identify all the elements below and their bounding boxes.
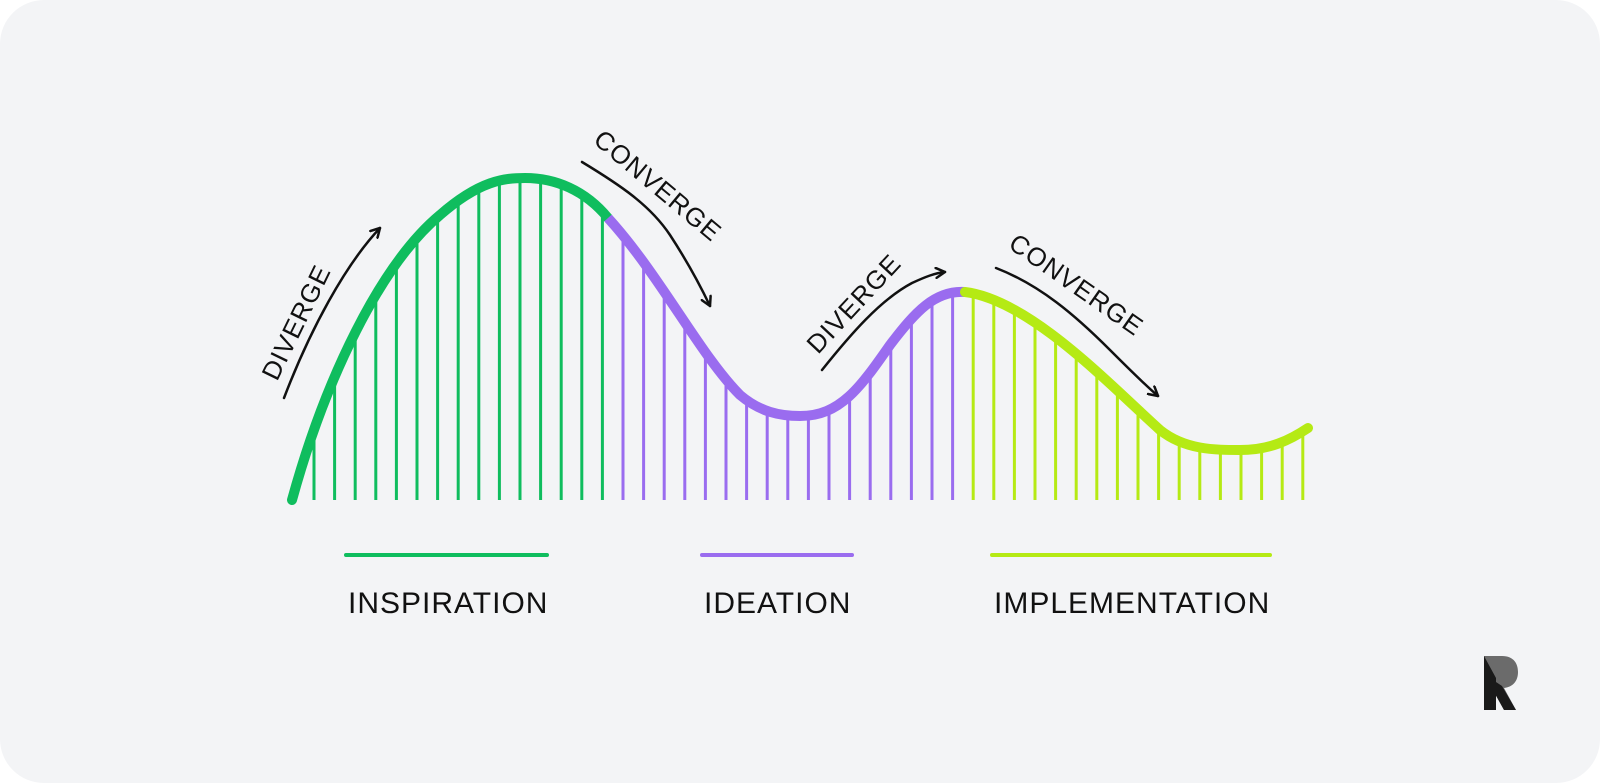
- diverge-arrow-2: [820, 272, 947, 372]
- inspiration-label: INSPIRATION: [348, 587, 548, 620]
- r-logo-icon: [1484, 656, 1518, 710]
- inspiration-curve: [287, 172, 613, 505]
- implementation-label: IMPLEMENTATION: [994, 587, 1270, 620]
- diverge-arrow-1: [282, 226, 382, 400]
- curve-fill-bars: [312, 182, 1305, 500]
- converge-arrow-2: [994, 266, 1160, 398]
- converge-label-1: CONVERGE: [588, 124, 727, 248]
- converge-label-2: CONVERGE: [1004, 227, 1150, 342]
- converge-arrow-1: [580, 160, 710, 308]
- ideation-label: IDEATION: [704, 587, 851, 620]
- implementation-curve: [960, 287, 1313, 456]
- ideation-curve: [604, 214, 966, 422]
